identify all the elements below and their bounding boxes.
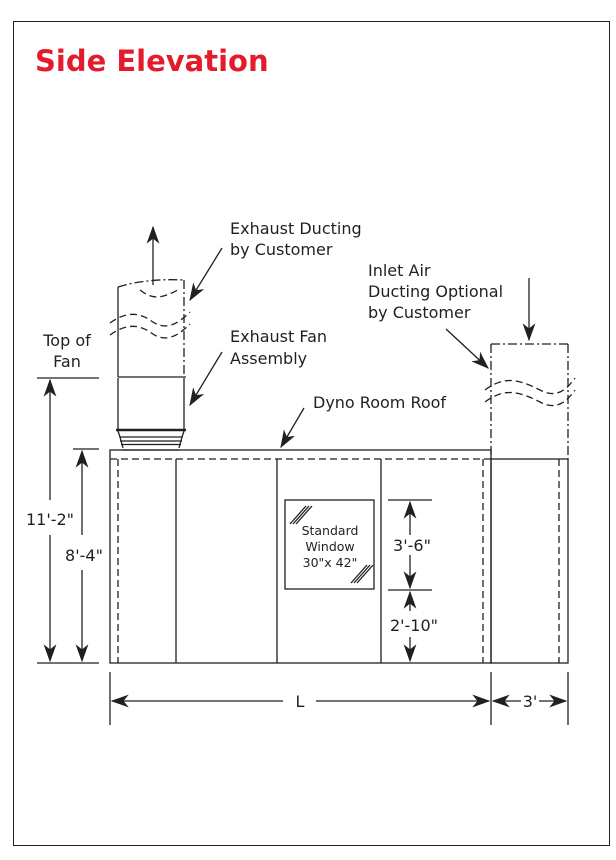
roof-leader-arrow-icon	[280, 407, 305, 449]
top-of-fan-label: Fan	[53, 352, 81, 371]
exhaust-ducting-label: Exhaust Ducting	[230, 219, 362, 238]
dimension-11-2: 11'-2"	[26, 377, 99, 664]
window-label: 30"x 42"	[303, 555, 358, 570]
dimension-label: 11'-2"	[26, 510, 74, 529]
dimension-label: 8'-4"	[65, 546, 103, 565]
inlet-air-label: by Customer	[368, 303, 471, 322]
drawing-border	[13, 21, 610, 846]
inlet-enclosure	[490, 458, 569, 664]
inlet-air-label: Inlet Air	[368, 261, 431, 280]
duct-top-edge	[117, 279, 185, 288]
duct-top-curve	[139, 289, 179, 298]
inlet-air-section	[484, 278, 576, 664]
page-title: Side Elevation	[35, 44, 269, 78]
top-of-fan-label: Top of	[42, 331, 91, 350]
dimension-label: L	[296, 692, 305, 711]
dimension-label: 2'-10"	[390, 616, 438, 635]
window-outline	[284, 499, 375, 590]
glass-hatch-icon	[289, 505, 307, 525]
dimension-label: 3'	[523, 692, 538, 711]
fan-flange	[119, 436, 183, 449]
dimension-inlet-width: 3'	[491, 692, 568, 711]
break-line-icon	[484, 389, 576, 407]
dimension-3-6: 3'-6"	[388, 499, 432, 591]
inlet-air-label: Ducting Optional	[368, 282, 503, 301]
dimension-8-4: 8'-4"	[65, 448, 103, 663]
glass-hatch-icon	[350, 564, 368, 584]
exhaust-fan-leader-arrow-icon	[189, 351, 223, 407]
break-line-icon	[484, 377, 576, 395]
dyno-roof-label: Dyno Room Roof	[313, 393, 446, 412]
exhaust-fan-label: Assembly	[230, 349, 307, 368]
exhaust-fan-label: Exhaust Fan	[230, 327, 327, 346]
standard-window: Standard Window 30"x 42"	[284, 499, 375, 590]
window-label: Window	[305, 539, 354, 554]
break-line-icon	[109, 323, 191, 339]
dimension-2-10: 2'-10"	[390, 590, 438, 663]
exhaust-stack	[109, 225, 191, 451]
dimension-length: L	[109, 672, 569, 725]
exhaust-ducting-label: by Customer	[230, 240, 333, 259]
window-label: Standard	[302, 523, 359, 538]
dimension-label: 3'-6"	[393, 536, 431, 555]
inlet-leader-arrow-icon	[445, 328, 489, 369]
break-line-icon	[109, 311, 191, 327]
exhaust-ducting-leader-arrow-icon	[189, 247, 223, 302]
dyno-room	[109, 449, 492, 664]
